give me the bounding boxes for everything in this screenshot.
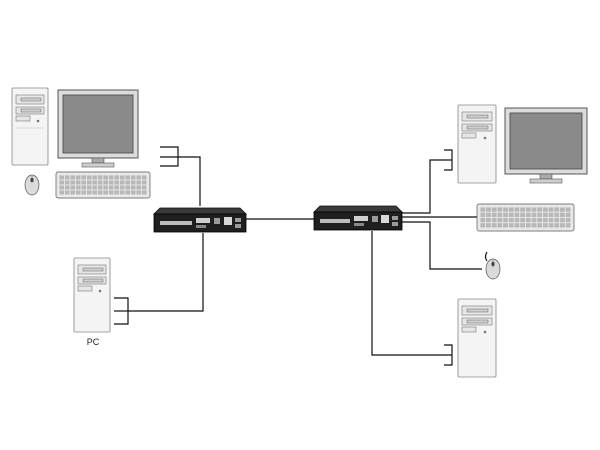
local-keyboard xyxy=(55,171,151,199)
remote-pc-2 xyxy=(457,298,497,378)
remote-keyboard xyxy=(476,203,575,232)
cable-kvm-to-remote-pc xyxy=(402,149,453,214)
pc-label: PC xyxy=(86,337,100,347)
local-pc-2 xyxy=(73,257,111,333)
cable-kvm-to-remote-mouse xyxy=(402,221,482,270)
local-tower-pc xyxy=(11,87,49,166)
cable-kvm-to-remote-pc-2 xyxy=(371,231,453,366)
kvm-extender-remote-unit xyxy=(313,205,403,231)
kvm-extender-local-unit xyxy=(153,207,247,233)
remote-monitor xyxy=(504,107,588,184)
local-mouse xyxy=(24,174,40,196)
remote-tower-pc xyxy=(457,104,497,184)
local-monitor xyxy=(57,89,139,168)
cable-pc-to-kvm xyxy=(114,233,204,325)
remote-mouse xyxy=(484,251,501,280)
cable-local-workstation-to-kvm xyxy=(160,146,201,206)
